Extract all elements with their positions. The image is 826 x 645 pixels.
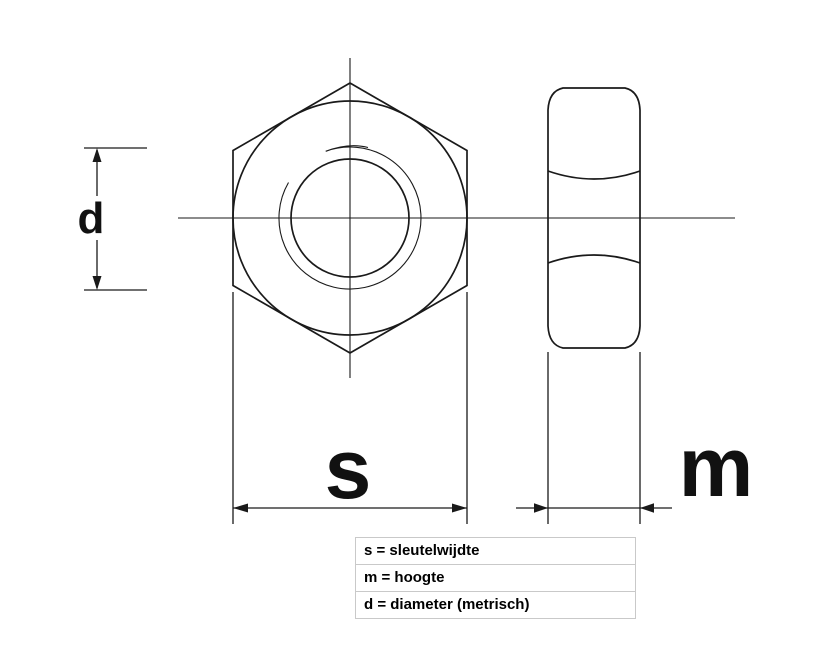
d-arrowhead-up (92, 148, 102, 162)
side-view-outline (547, 87, 641, 349)
s-arrowhead-right (452, 503, 467, 513)
dimension-m: m (516, 352, 753, 524)
chamfer-circle (232, 100, 468, 336)
lower-facet-line (547, 254, 641, 264)
thread-arc (278, 145, 422, 290)
centerlines (178, 58, 735, 378)
nut-front-view (232, 82, 468, 354)
d-label: d (78, 194, 105, 243)
s-label: s (325, 422, 372, 516)
hexagon-outline (232, 82, 468, 354)
legend-row-m: m = hoogte (356, 564, 635, 591)
legend-table: s = sleutelwijdte m = hoogte d = diamete… (355, 537, 636, 619)
upper-facet-line (547, 170, 641, 180)
d-arrowhead-down (92, 276, 102, 290)
legend-row-s: s = sleutelwijdte (364, 542, 480, 559)
m-label: m (679, 420, 754, 514)
dimension-d: d (78, 147, 147, 291)
m-arrowhead-right (640, 503, 654, 513)
bore-hole-circle (290, 158, 410, 278)
s-arrowhead-left (233, 503, 248, 513)
dimension-s: s (232, 292, 468, 524)
legend-row-d: d = diameter (metrisch) (356, 591, 635, 618)
nut-side-view (547, 87, 641, 349)
m-arrowhead-left (534, 503, 548, 513)
